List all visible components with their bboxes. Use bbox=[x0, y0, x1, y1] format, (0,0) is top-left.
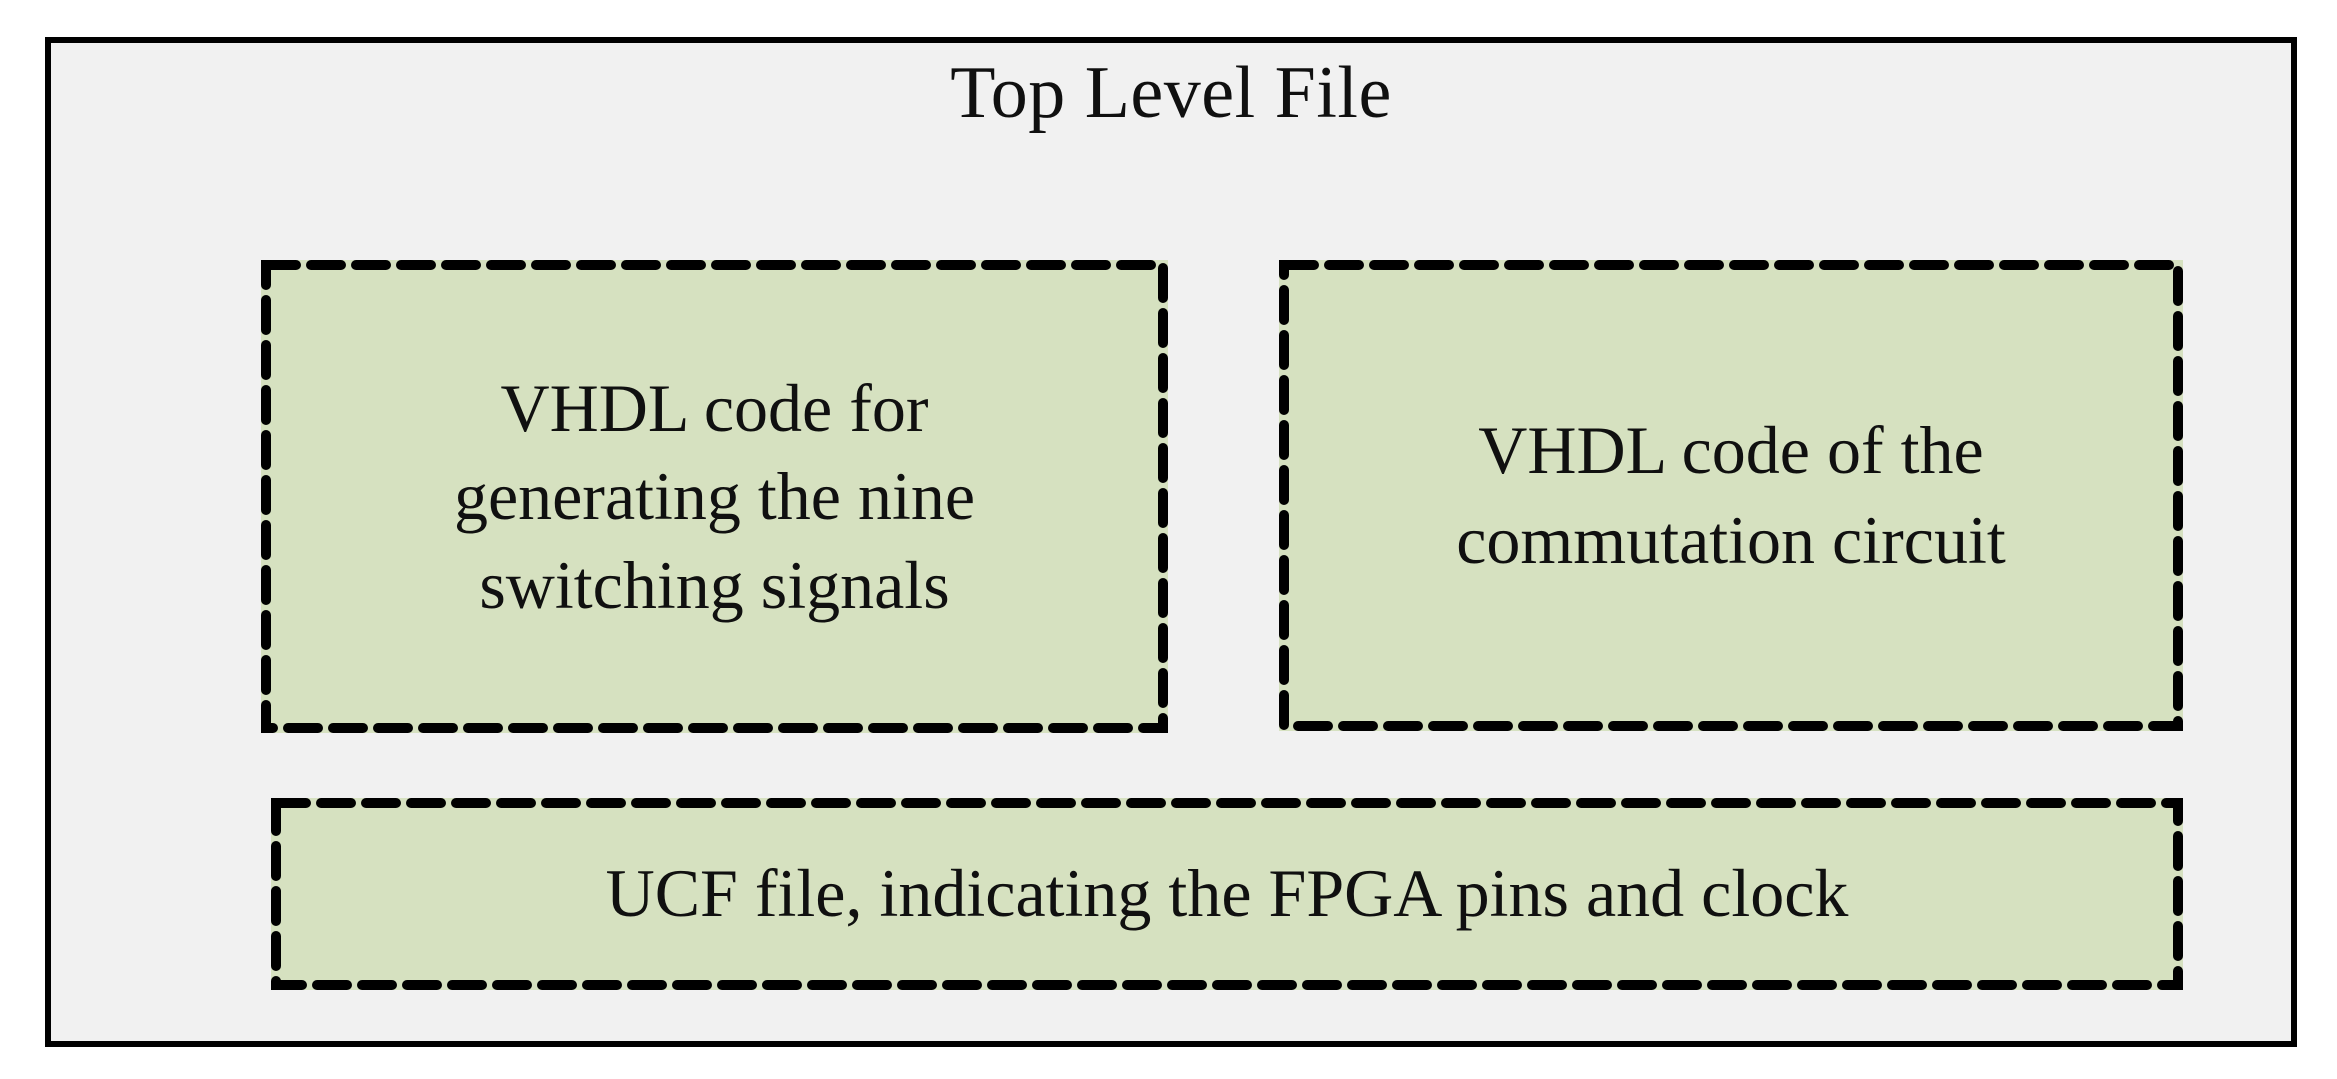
block-switching-signals: VHDL code for generating the nine switch… bbox=[261, 260, 1168, 733]
block-ucf-file: UCF file, indicating the FPGA pins and c… bbox=[271, 798, 2183, 990]
block-commutation-circuit-label: VHDL code of the commutation circuit bbox=[1456, 411, 2006, 578]
block-ucf-file-label: UCF file, indicating the FPGA pins and c… bbox=[605, 855, 1849, 932]
top-level-file-container: Top Level File VHDL code for generating … bbox=[45, 37, 2297, 1047]
block-commutation-circuit: VHDL code of the commutation circuit bbox=[1279, 260, 2183, 731]
block-switching-signals-label: VHDL code for generating the nine switch… bbox=[453, 369, 976, 623]
page-title: Top Level File bbox=[950, 52, 1392, 134]
